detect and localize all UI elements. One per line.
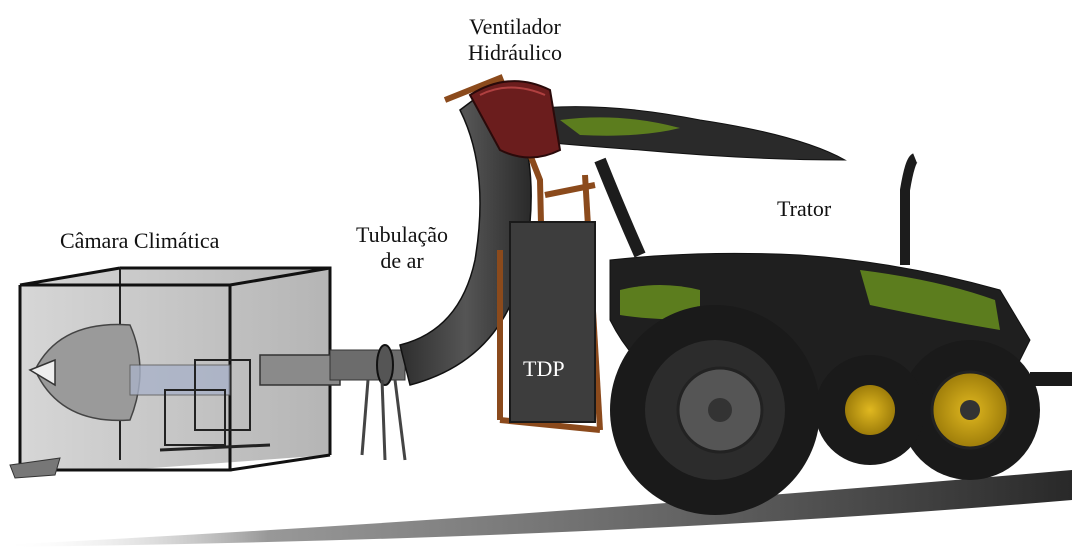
ground-shadow: [0, 470, 1072, 547]
front-wheel: [900, 340, 1040, 480]
fan-label-line1: Ventilador: [469, 14, 561, 39]
tractor: [519, 106, 1072, 515]
rear-wheel: [610, 305, 820, 515]
fan-label: Ventilador Hidráulico: [440, 14, 590, 66]
tractor-label: Trator: [777, 196, 832, 221]
chamber-label: Câmara Climática: [60, 228, 220, 253]
pto-label: TDP: [523, 356, 565, 381]
duct-label-line2: de ar: [380, 248, 424, 273]
pto-panel: [509, 221, 596, 423]
climatic-chamber: [9, 266, 341, 479]
fan-label-line2: Hidráulico: [467, 40, 563, 65]
duct-label: Tubulação de ar: [332, 222, 472, 274]
duct-label-line1: Tubulação: [355, 222, 449, 247]
